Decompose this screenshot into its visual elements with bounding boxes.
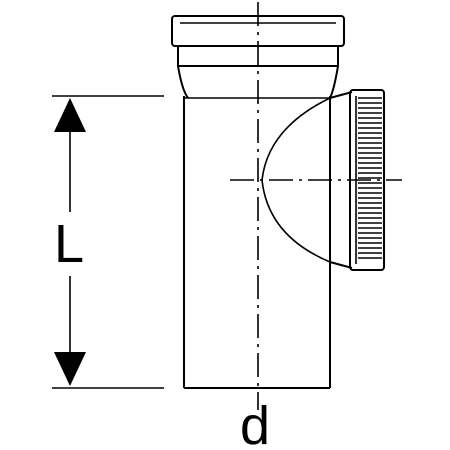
- pipe-body: [183, 96, 331, 389]
- arrow-up-icon: [54, 98, 86, 132]
- dimension-label-l: L: [54, 214, 84, 274]
- diameter-label-d: d: [240, 396, 270, 450]
- arrow-down-icon: [54, 352, 86, 386]
- dimension-l: L: [52, 95, 164, 389]
